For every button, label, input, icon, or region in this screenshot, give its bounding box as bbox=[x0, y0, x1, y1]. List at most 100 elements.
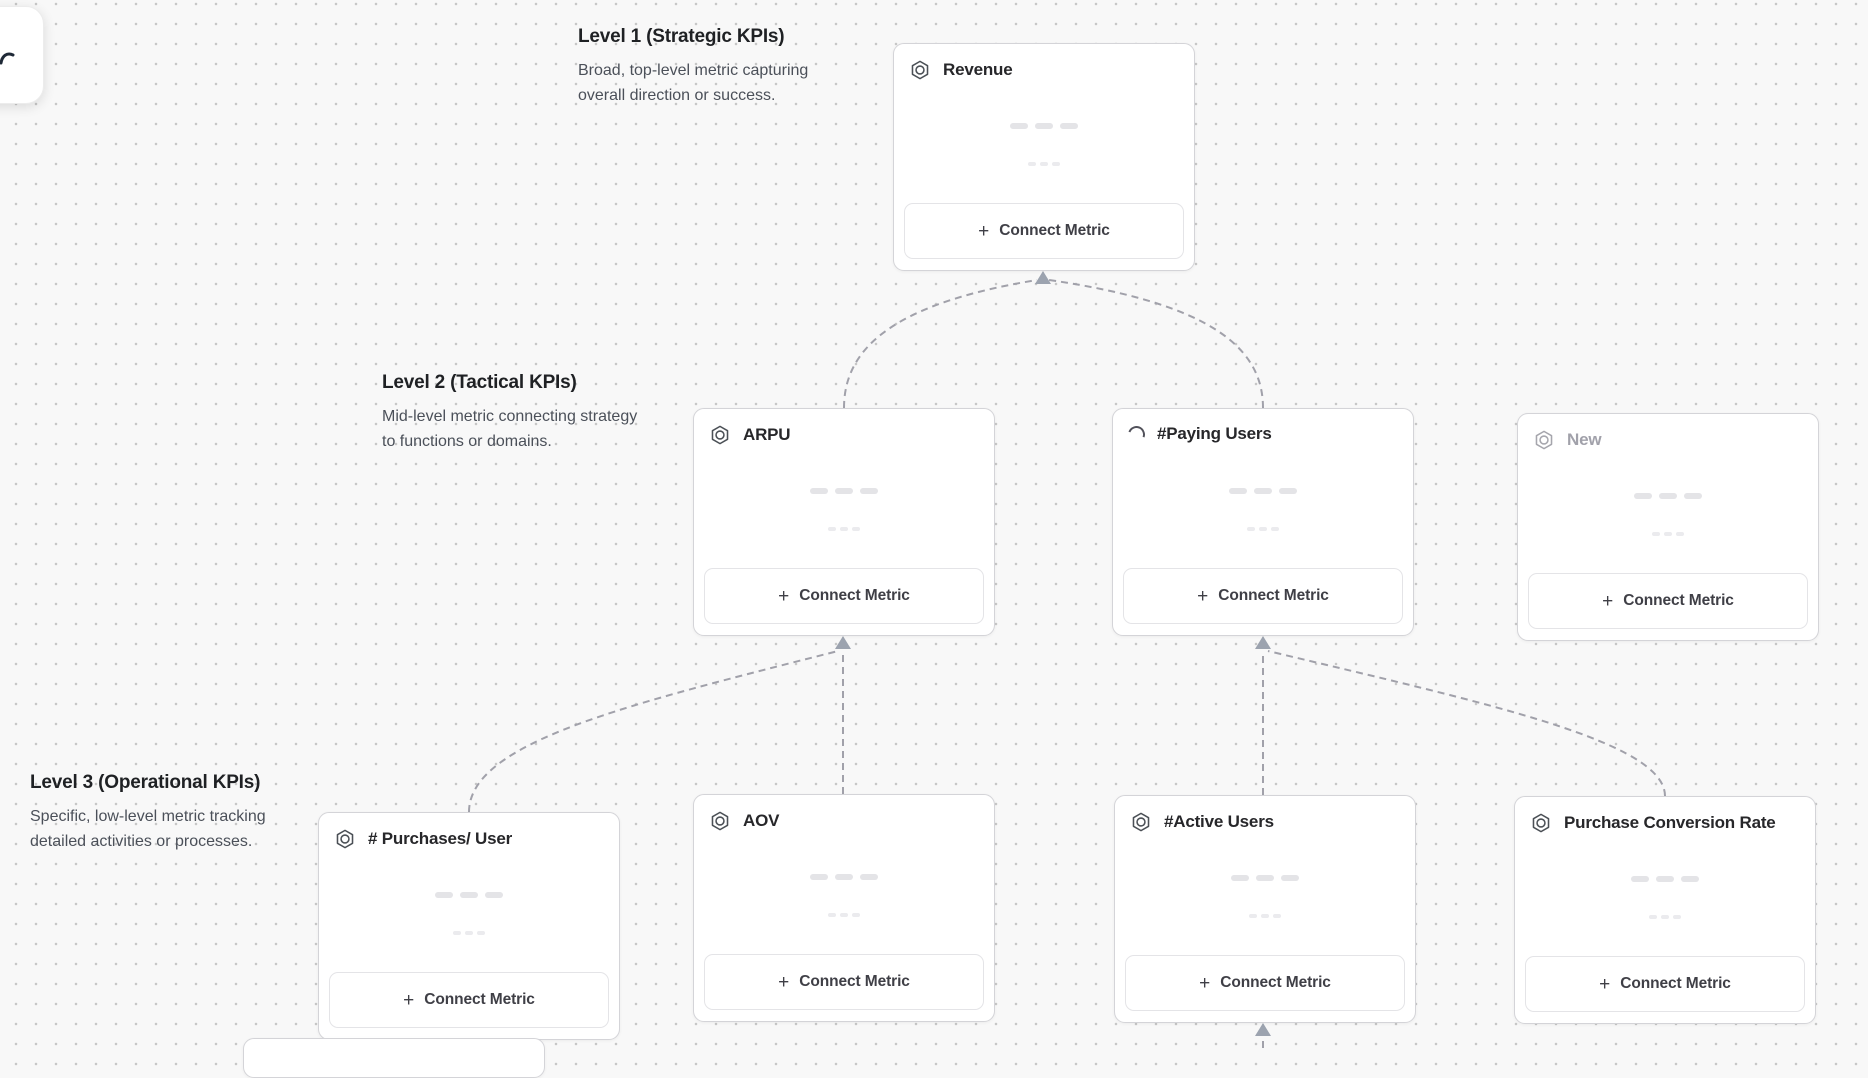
edge-pcr-to-paying bbox=[1267, 650, 1666, 797]
skeleton-row-small bbox=[694, 527, 994, 531]
skeleton-bar bbox=[810, 488, 828, 494]
card-title: #Paying Users bbox=[1157, 424, 1272, 443]
plus-icon: + bbox=[403, 989, 415, 1011]
skeleton-bar bbox=[810, 874, 828, 880]
edge-arpu-to-revenue bbox=[843, 279, 1038, 409]
metric-card-revenue[interactable]: Revenue + Connect Metric bbox=[893, 43, 1195, 271]
skeleton-bar bbox=[465, 931, 473, 935]
plus-icon: + bbox=[778, 585, 790, 607]
edge-purchases-to-arpu bbox=[468, 650, 839, 813]
connect-metric-label: Connect Metric bbox=[1620, 975, 1731, 992]
skeleton-bar bbox=[1676, 532, 1684, 536]
hexagon-icon bbox=[909, 59, 931, 81]
connect-metric-button[interactable]: + Connect Metric bbox=[1528, 573, 1808, 629]
skeleton-bar bbox=[1652, 532, 1660, 536]
plus-icon: + bbox=[1602, 590, 1614, 612]
metric-card-aov[interactable]: AOV+Connect Metric bbox=[693, 794, 995, 1022]
card-title: #Active Users bbox=[1164, 812, 1274, 831]
connect-metric-button[interactable]: + Connect Metric bbox=[704, 568, 984, 624]
hexagon-icon bbox=[1130, 811, 1152, 833]
connect-metric-button[interactable]: +Connect Metric bbox=[1123, 568, 1403, 624]
metric-card-paying-users[interactable]: #Paying Users +Connect Metric bbox=[1112, 408, 1414, 636]
skeleton-bar bbox=[1273, 914, 1281, 918]
skeleton-row bbox=[1515, 876, 1815, 882]
spinner-icon bbox=[1125, 422, 1148, 446]
skeleton-bar bbox=[1634, 493, 1652, 499]
connect-metric-label: Connect Metric bbox=[799, 973, 910, 990]
card-title: ARPU bbox=[743, 425, 791, 444]
hexagon-icon bbox=[1533, 429, 1555, 451]
skeleton-bar bbox=[1661, 915, 1669, 919]
skeleton-bar bbox=[1249, 914, 1257, 918]
skeleton-bar bbox=[1028, 162, 1036, 166]
card-title: Purchase Conversion Rate bbox=[1564, 813, 1776, 832]
plus-icon: + bbox=[778, 971, 790, 993]
skeleton-row bbox=[1115, 875, 1415, 881]
skeleton-bar bbox=[1271, 527, 1279, 531]
skeleton-bar bbox=[1247, 527, 1255, 531]
level-1-title: Level 1 (Strategic KPIs) bbox=[578, 26, 785, 47]
skeleton-bar bbox=[1259, 527, 1267, 531]
level-1-description: Broad, top-level metric capturing overal… bbox=[578, 62, 809, 104]
connect-metric-label: Connect Metric bbox=[424, 991, 535, 1008]
arrowhead-icon bbox=[1255, 636, 1271, 649]
card-title: Revenue bbox=[943, 60, 1013, 79]
skeleton-bar bbox=[1229, 488, 1247, 494]
skeleton-row-small bbox=[1518, 532, 1818, 536]
connect-metric-label: Connect Metric bbox=[799, 587, 910, 604]
skeleton-row-small bbox=[894, 162, 1194, 166]
skeleton-row bbox=[1113, 488, 1413, 494]
skeleton-bar bbox=[1279, 488, 1297, 494]
skeleton-row-small bbox=[1113, 527, 1413, 531]
skeleton-bar bbox=[835, 488, 853, 494]
skeleton-bar bbox=[1256, 875, 1274, 881]
hexagon-icon bbox=[709, 810, 731, 832]
metric-card-active-users[interactable]: #Active Users +Connect Metric bbox=[1114, 795, 1416, 1023]
card-header: #Active Users bbox=[1130, 811, 1274, 833]
metric-card-purchase-conversion-rate[interactable]: Purchase Conversion Rate + Connect Metric bbox=[1514, 796, 1816, 1024]
arrowhead-icon bbox=[1255, 1023, 1271, 1036]
connect-metric-label: Connect Metric bbox=[999, 222, 1110, 239]
skeleton-bar bbox=[1649, 915, 1657, 919]
plus-icon: + bbox=[1599, 973, 1611, 995]
skeleton-bar bbox=[1060, 123, 1078, 129]
metric-card-new[interactable]: New+Connect Metric bbox=[1517, 413, 1819, 641]
level-1-heading: Level 1 (Strategic KPIs) Broad, top-leve… bbox=[578, 26, 850, 108]
skeleton-bar bbox=[828, 913, 836, 917]
metric-card-arpu[interactable]: ARPU + Connect Metric bbox=[693, 408, 995, 636]
skeleton-row bbox=[694, 488, 994, 494]
card-header: Revenue bbox=[909, 59, 1013, 81]
connect-metric-button[interactable]: + Connect Metric bbox=[704, 954, 984, 1010]
level-3-description: Specific, low-level metric tracking deta… bbox=[30, 808, 266, 850]
level-2-title: Level 2 (Tactical KPIs) bbox=[382, 372, 577, 393]
metric-card-purchases-per-user[interactable]: # Purchases/ User+Connect Metric bbox=[318, 812, 620, 1040]
skeleton-bar bbox=[1681, 876, 1699, 882]
skeleton-bar bbox=[1254, 488, 1272, 494]
skeleton-row bbox=[894, 123, 1194, 129]
edge-paying-to-revenue bbox=[1048, 279, 1264, 409]
skeleton-row bbox=[694, 874, 994, 880]
card-header: Purchase Conversion Rate bbox=[1530, 812, 1776, 834]
level-2-description: Mid-level metric connecting strategy to … bbox=[382, 408, 638, 450]
skeleton-bar bbox=[1659, 493, 1677, 499]
skeleton-bar bbox=[1052, 162, 1060, 166]
floating-toolbar-fragment[interactable] bbox=[0, 6, 44, 104]
skeleton-bar bbox=[860, 488, 878, 494]
level-3-title: Level 3 (Operational KPIs) bbox=[30, 772, 261, 793]
connect-metric-label: Connect Metric bbox=[1623, 592, 1734, 609]
arrowhead-icon bbox=[1035, 271, 1051, 284]
skeleton-row-small bbox=[1515, 915, 1815, 919]
connect-metric-button[interactable]: + Connect Metric bbox=[1525, 956, 1805, 1012]
connect-metric-button[interactable]: +Connect Metric bbox=[1125, 955, 1405, 1011]
connect-metric-button[interactable]: + Connect Metric bbox=[904, 203, 1184, 259]
skeleton-row-small bbox=[319, 931, 619, 935]
skeleton-row-small bbox=[1115, 914, 1415, 918]
plus-icon: + bbox=[978, 220, 990, 242]
level-3-heading: Level 3 (Operational KPIs) Specific, low… bbox=[30, 772, 315, 854]
metric-card-partial-offscreen[interactable] bbox=[243, 1038, 545, 1078]
hexagon-icon bbox=[709, 424, 731, 446]
connect-metric-button[interactable]: + Connect Metric bbox=[329, 972, 609, 1028]
connect-metric-label: Connect Metric bbox=[1220, 974, 1331, 991]
skeleton-bar bbox=[1035, 123, 1053, 129]
skeleton-bar bbox=[840, 913, 848, 917]
